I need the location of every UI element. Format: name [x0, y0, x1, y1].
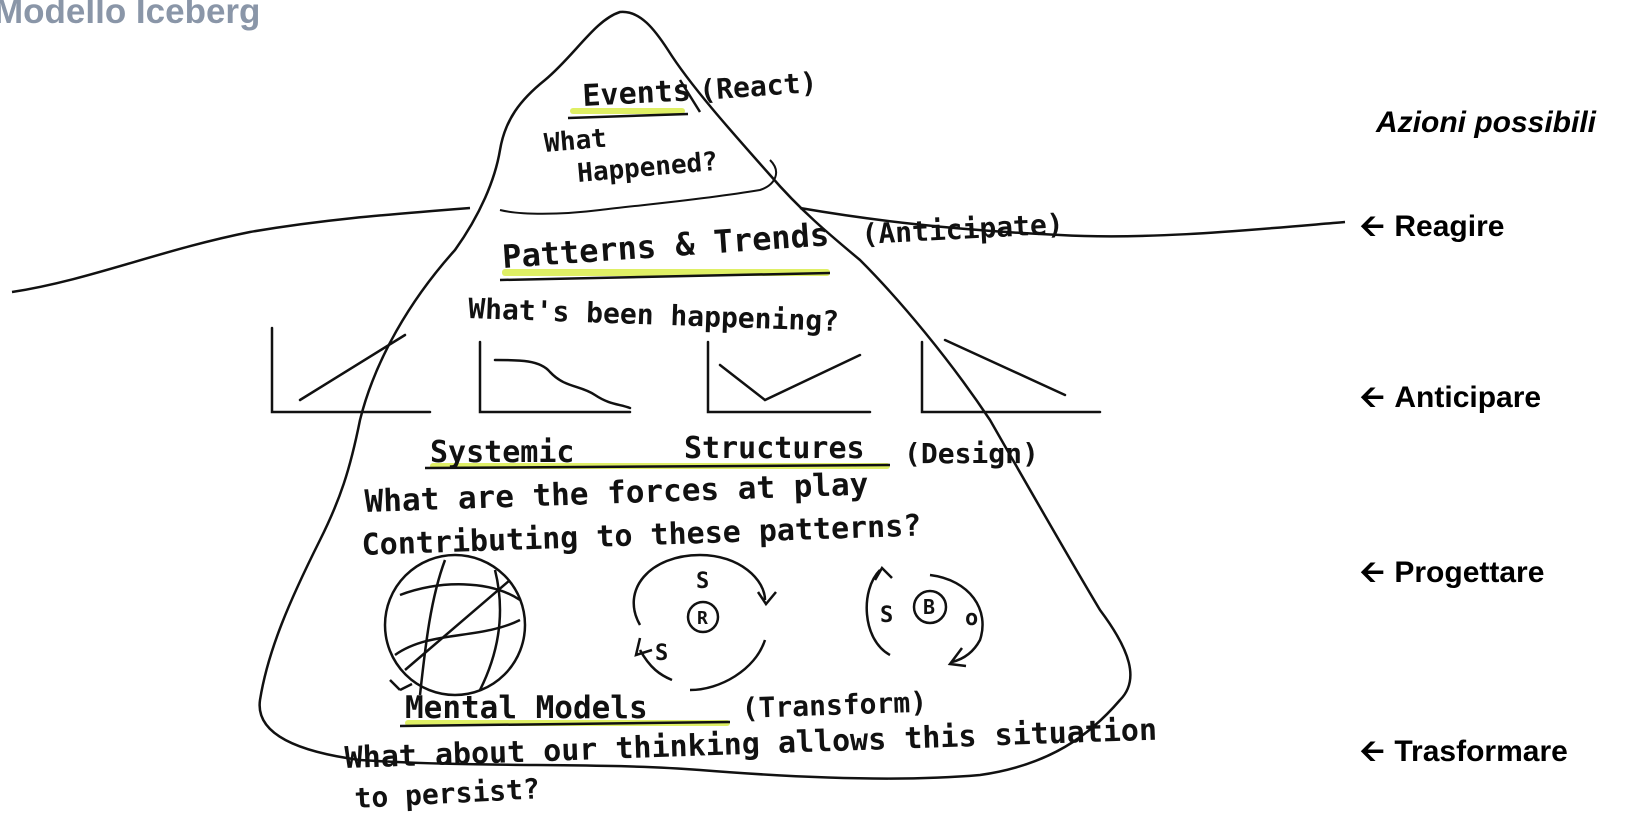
- mental-models-mode: (Transform): [741, 686, 927, 725]
- reinforcing-loop-icon: [632, 553, 777, 692]
- structures-mode: (Design): [904, 437, 1039, 470]
- trend-graph-v-shape: [706, 340, 872, 414]
- balancing-loop-right: o: [965, 606, 978, 631]
- reinforcing-loop-center: R: [697, 608, 708, 629]
- events-slash: [678, 79, 702, 113]
- underlines: [399, 112, 891, 728]
- action-design: 🡨 Progettare: [1360, 556, 1544, 590]
- action-label: Reagire: [1394, 210, 1505, 243]
- trend-graph-falling: [920, 338, 1102, 414]
- left-arrow-icon: 🡨: [1360, 381, 1385, 414]
- action-anticipate: 🡨 Anticipare: [1360, 381, 1541, 415]
- trend-graphs: [270, 326, 1102, 414]
- page-title: Modello Iceberg: [0, 0, 261, 31]
- action-label: Progettare: [1394, 556, 1545, 589]
- structures-heading-part2: Structures: [684, 431, 865, 466]
- water-line: [11, 206, 1346, 294]
- network-icon: [383, 553, 527, 697]
- action-transform: 🡨 Trasformare: [1360, 735, 1568, 769]
- trend-graph-rising: [270, 326, 432, 414]
- tip-outline: [499, 159, 778, 215]
- left-arrow-icon: 🡨: [1360, 210, 1385, 243]
- iceberg-outline: [258, 10, 1132, 780]
- balancing-loop-left: S: [880, 603, 893, 628]
- reinforcing-loop-bottom: S: [655, 641, 668, 666]
- events-mode: (React): [698, 66, 818, 107]
- action-label: Anticipare: [1394, 381, 1542, 414]
- trend-graph-declining: [478, 340, 632, 414]
- mental-models-question-line2: to persist?: [354, 772, 541, 813]
- mental-models-heading: Mental Models: [405, 690, 648, 726]
- action-react: 🡨 Reagire: [1360, 210, 1504, 244]
- patterns-question: What's been happening?: [468, 292, 840, 338]
- patterns-mode: (Anticipate): [861, 207, 1065, 251]
- structures-heading-part1: Systemic: [430, 435, 575, 470]
- reinforcing-loop-top: S: [696, 569, 709, 594]
- events-question-line1: What: [543, 124, 608, 159]
- left-arrow-icon: 🡨: [1360, 735, 1385, 768]
- patterns-heading: Patterns & Trends: [501, 215, 830, 276]
- balancing-loop-center: B: [923, 595, 935, 619]
- balancing-loop-icon: [865, 565, 984, 668]
- events-heading: Events: [582, 73, 692, 114]
- left-arrow-icon: 🡨: [1360, 556, 1385, 589]
- actions-title: Azioni possibili: [1376, 106, 1597, 139]
- action-label: Trasformare: [1394, 735, 1568, 768]
